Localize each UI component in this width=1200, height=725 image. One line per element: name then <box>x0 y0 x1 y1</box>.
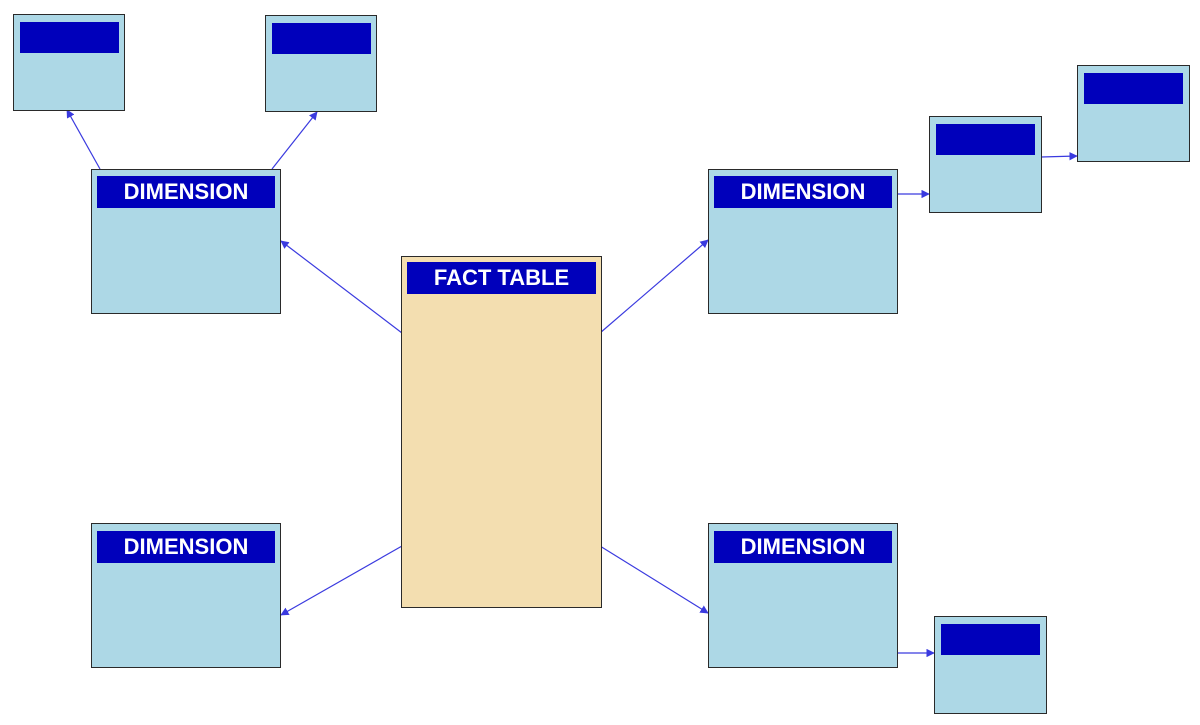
dimension-header: DIMENSION <box>97 531 275 563</box>
sub-dimension-header <box>941 624 1040 655</box>
fact-table-header: FACT TABLE <box>407 262 596 294</box>
dimension-table-top-right: DIMENSION <box>708 169 898 314</box>
dimension-table-bottom-right: DIMENSION <box>708 523 898 668</box>
connector-fact-to-dim-bottom-right <box>599 545 709 614</box>
fact-table: FACT TABLE <box>401 256 602 608</box>
sub-dimension-table-right-2 <box>1077 65 1190 162</box>
sub-dimension-header <box>936 124 1035 155</box>
sub-dimension-table-right-1 <box>929 116 1042 213</box>
dimension-table-bottom-left: DIMENSION <box>91 523 281 668</box>
dimension-header: DIMENSION <box>97 176 275 208</box>
sub-dimension-table-top-left-2 <box>265 15 377 112</box>
sub-dimension-header <box>272 23 371 54</box>
sub-dimension-header <box>20 22 119 53</box>
sub-dimension-table-bottom-right <box>934 616 1047 714</box>
connector-dim-top-left-to-sub-2 <box>271 111 318 170</box>
connector-fact-to-dim-top-right <box>599 239 709 334</box>
connector-dim-top-left-to-sub-1 <box>66 109 101 170</box>
sub-dimension-table-top-left-1 <box>13 14 125 111</box>
connector-fact-to-dim-top-left <box>280 240 403 334</box>
sub-dimension-header <box>1084 73 1183 104</box>
dimension-header: DIMENSION <box>714 531 892 563</box>
connector-fact-to-dim-bottom-left <box>280 545 403 616</box>
connector-sub-1-to-sub-2 <box>1040 152 1078 161</box>
dimension-table-top-left: DIMENSION <box>91 169 281 314</box>
dimension-header: DIMENSION <box>714 176 892 208</box>
